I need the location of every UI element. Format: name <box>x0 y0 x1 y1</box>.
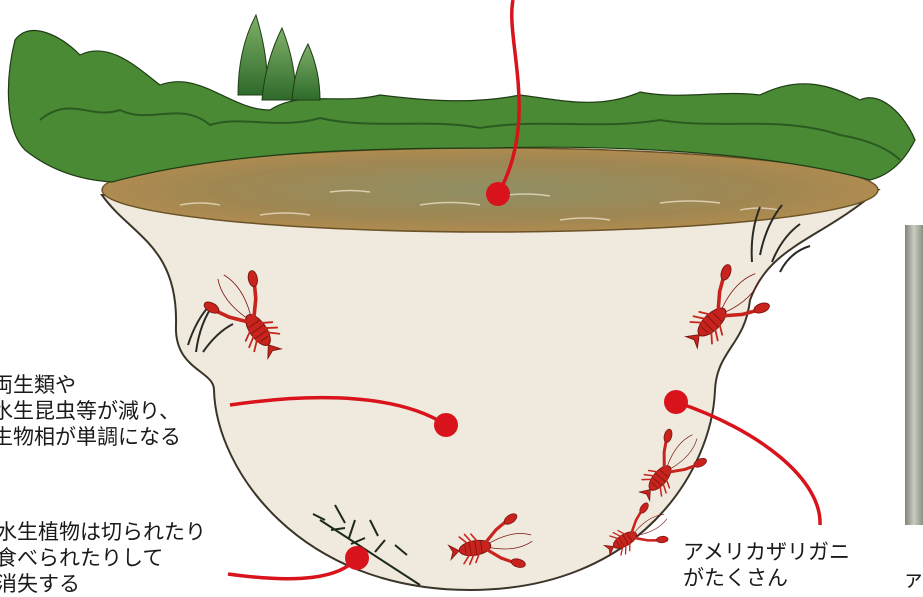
crayfish-label-line-1: アメリカザリガニ <box>683 539 850 565</box>
fauna-label-line-3: 生物相が単調になる <box>0 424 181 450</box>
clipped-label-text: ァ <box>903 566 923 592</box>
tree-cluster <box>238 15 320 100</box>
fauna-label-line-2: 水生昆虫等が減り、 <box>0 398 181 424</box>
fauna-label-line-1: 両生類や <box>0 372 181 398</box>
plants-label-line-3: 消失する <box>0 571 206 597</box>
plants-label-line-2: 食べられたりして <box>0 545 206 571</box>
fauna-decline-label: 両生類や 水生昆虫等が減り、 生物相が単調になる <box>0 372 181 450</box>
photo-strip <box>905 225 923 525</box>
callout-plants <box>228 546 369 579</box>
crayfish-label-line-2: がたくさん <box>683 565 850 591</box>
callout-dot-icon <box>345 546 369 570</box>
callout-dot-icon <box>486 182 510 206</box>
clipped-edge-label: ァ <box>903 566 923 592</box>
crayfish-abundance-label: アメリカザリガニ がたくさん <box>683 539 850 591</box>
callout-dot-icon <box>664 390 688 414</box>
callout-dot-icon <box>434 413 458 437</box>
plants-loss-label: 水生植物は切られたり 食べられたりして 消失する <box>0 519 206 597</box>
plants-label-line-1: 水生植物は切られたり <box>0 519 206 545</box>
